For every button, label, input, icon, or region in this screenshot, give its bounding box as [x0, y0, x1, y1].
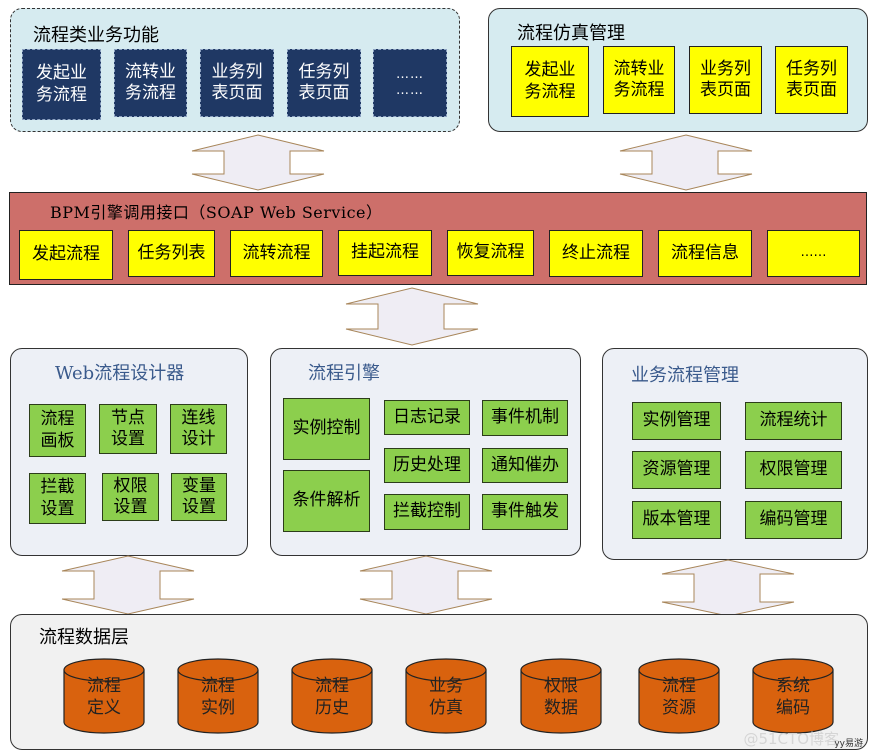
database-icon [405, 658, 487, 734]
bidirectional-arrow-icon [661, 559, 795, 617]
watermark-author: yy易游 [834, 739, 863, 749]
database-label: 流程 定义 [87, 675, 121, 718]
database-icon [752, 658, 834, 734]
database-cylinder[interactable]: 业务 仿真 [405, 658, 487, 734]
engine-item[interactable]: 拦截控制 [384, 494, 470, 530]
simulation-item[interactable]: 任务列 表页面 [775, 46, 848, 114]
database-icon [177, 658, 259, 734]
business-function-item[interactable]: 流转业 务流程 [114, 49, 187, 117]
engine-item[interactable]: 实例控制 [283, 398, 370, 460]
database-cylinder[interactable]: 流程 定义 [63, 658, 145, 734]
bpm-interface-title: BPM引擎调用接口（SOAP Web Service） [50, 203, 383, 222]
designer-item[interactable]: 流程 画板 [29, 404, 86, 457]
database-label: 流程 实例 [201, 675, 235, 718]
database-icon [638, 658, 720, 734]
designer-item[interactable]: 节点 设置 [99, 404, 157, 454]
database-icon [63, 658, 145, 734]
database-label: 系统 编码 [776, 675, 810, 718]
database-label: 流程 资源 [662, 675, 696, 718]
designer-item[interactable]: 变量 设置 [171, 473, 227, 521]
bidirectional-arrow-icon [359, 555, 493, 615]
database-cylinder[interactable]: 权限 数据 [520, 658, 602, 734]
watermark: @51CTO博客 [743, 730, 839, 748]
data-layer-title: 流程数据层 [39, 627, 129, 648]
bpm-interface-item[interactable]: 流程信息 [658, 230, 752, 277]
mgmt-item[interactable]: 实例管理 [632, 402, 721, 440]
web-designer-title: Web流程设计器 [55, 363, 185, 384]
mgmt-item[interactable]: 编码管理 [745, 501, 842, 539]
bidirectional-arrow-icon [345, 287, 479, 346]
mgmt-item[interactable]: 资源管理 [632, 451, 721, 489]
bpm-interface-item[interactable]: 流转流程 [230, 230, 323, 277]
bpm-interface-item[interactable]: …… [767, 230, 860, 277]
bpm-interface-item[interactable]: 发起流程 [19, 230, 113, 280]
business-function-item[interactable]: 发起业 务流程 [22, 49, 101, 120]
engine-item[interactable]: 通知催办 [482, 448, 568, 483]
process-engine-title: 流程引擎 [308, 363, 380, 384]
engine-item[interactable]: 条件解析 [283, 470, 370, 532]
database-label: 流程 历史 [315, 675, 349, 718]
business-function-item[interactable]: 任务列 表页面 [287, 49, 361, 117]
engine-item[interactable]: 事件机制 [482, 400, 568, 436]
business-function-item[interactable]: …… …… [373, 49, 447, 117]
database-cylinder[interactable]: 流程 资源 [638, 658, 720, 734]
bidirectional-arrow-icon [619, 134, 753, 191]
bpm-interface-item[interactable]: 挂起流程 [338, 230, 432, 276]
simulation-item[interactable]: 发起业 务流程 [511, 46, 589, 117]
mgmt-item[interactable]: 流程统计 [745, 402, 842, 440]
simulation-item[interactable]: 业务列 表页面 [689, 46, 762, 114]
database-cylinder[interactable]: 流程 实例 [177, 658, 259, 734]
business-functions-title: 流程类业务功能 [33, 25, 159, 46]
engine-item[interactable]: 日志记录 [384, 400, 470, 435]
bpm-interface-item[interactable]: 终止流程 [549, 230, 643, 277]
engine-item[interactable]: 事件触发 [482, 494, 568, 530]
bpm-interface-item[interactable]: 任务列表 [128, 230, 215, 277]
database-label: 权限 数据 [544, 675, 578, 718]
designer-item[interactable]: 连线 设计 [170, 404, 227, 454]
simulation-item[interactable]: 流转业 务流程 [603, 46, 675, 114]
designer-item[interactable]: 拦截 设置 [29, 473, 86, 524]
simulation-title: 流程仿真管理 [517, 23, 625, 44]
bidirectional-arrow-icon [191, 134, 325, 191]
business-function-item[interactable]: 业务列 表页面 [200, 49, 274, 117]
database-icon [291, 658, 373, 734]
database-cylinder[interactable]: 系统 编码 [752, 658, 834, 734]
bpm-interface-item[interactable]: 恢复流程 [447, 230, 534, 276]
business-process-mgmt-title: 业务流程管理 [631, 365, 739, 386]
bidirectional-arrow-icon [61, 555, 195, 615]
database-icon [520, 658, 602, 734]
mgmt-item[interactable]: 权限管理 [745, 451, 842, 489]
mgmt-item[interactable]: 版本管理 [632, 501, 721, 539]
database-cylinder[interactable]: 流程 历史 [291, 658, 373, 734]
database-label: 业务 仿真 [429, 675, 463, 718]
engine-item[interactable]: 历史处理 [384, 448, 470, 483]
designer-item[interactable]: 权限 设置 [102, 473, 159, 521]
